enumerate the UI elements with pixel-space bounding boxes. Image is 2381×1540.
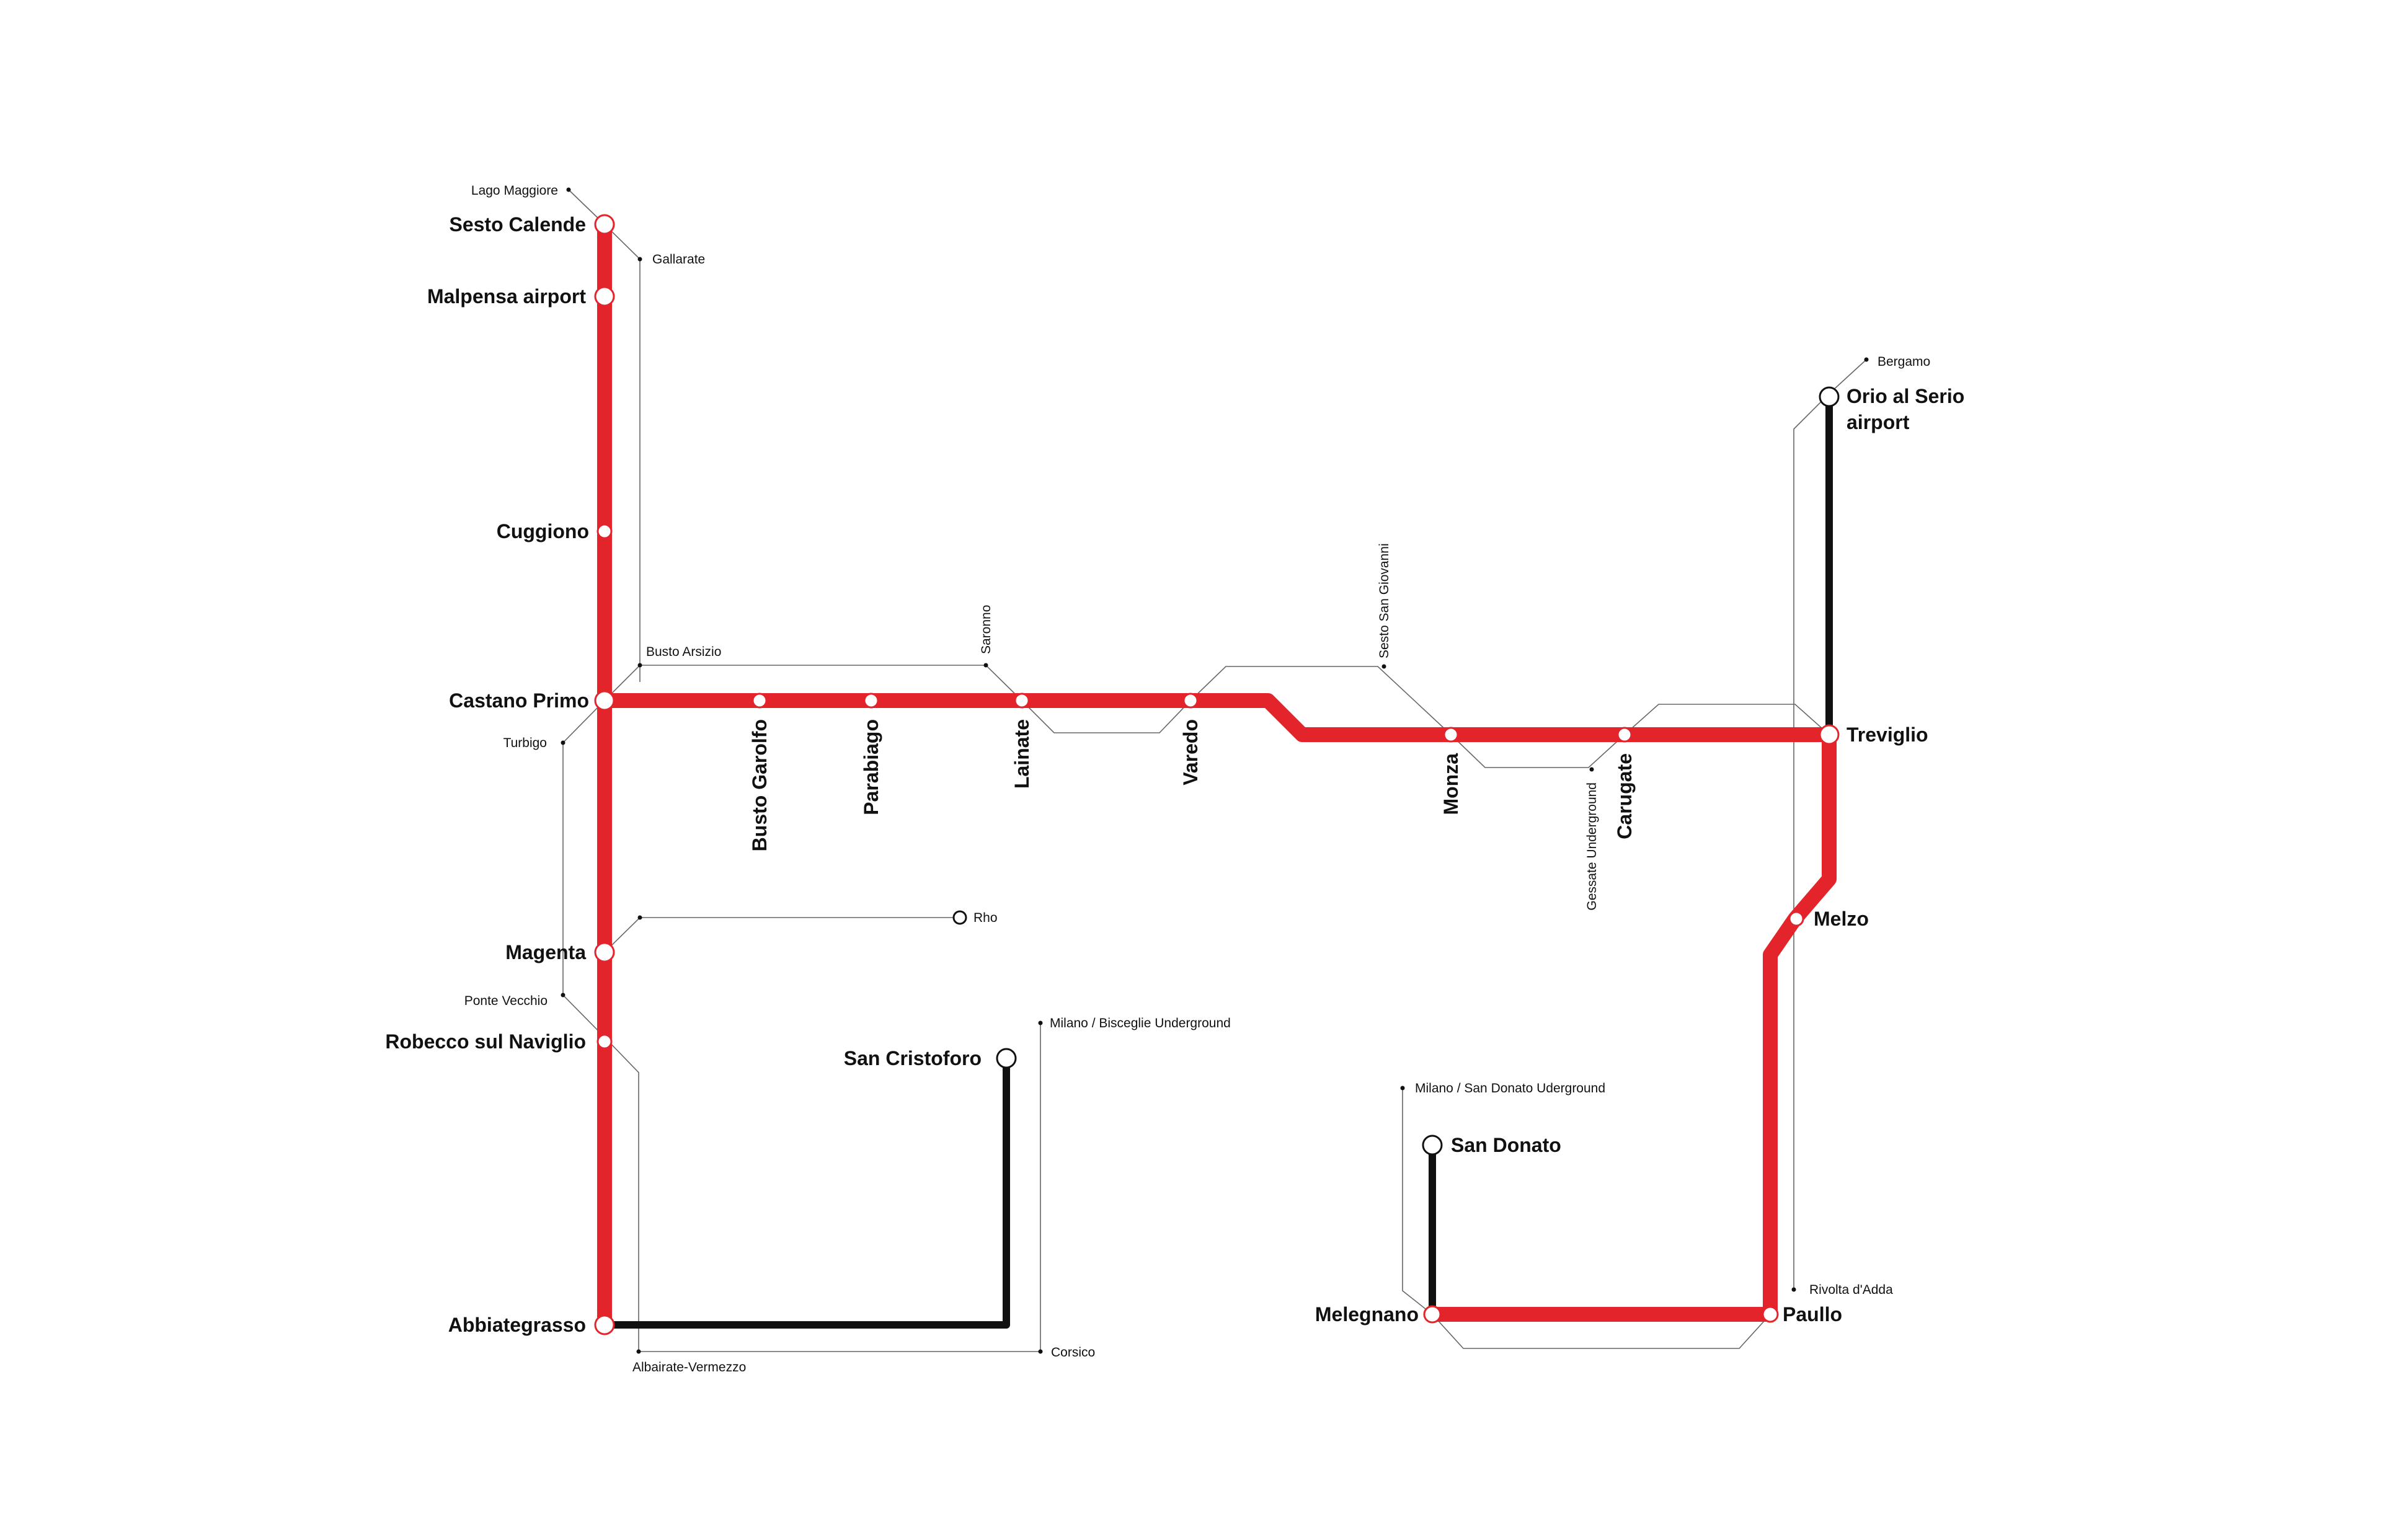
dot-gallarate — [637, 257, 642, 262]
conn-orio-melzo — [1793, 359, 1867, 921]
dot-albairate — [636, 1349, 641, 1354]
label-varedo: Varedo — [1179, 719, 1202, 785]
label-sesto-sg: Sesto San Giovanni — [1377, 543, 1391, 658]
station-san-cristoforo[interactable] — [996, 1048, 1017, 1069]
station-san-donato[interactable] — [1422, 1135, 1443, 1156]
station-melzo[interactable] — [1788, 911, 1804, 927]
label-milano-san-donato: Milano / San Donato Uderground — [1415, 1081, 1605, 1095]
dot-lago-maggiore — [566, 187, 571, 192]
label-malpensa-airport: Malpensa airport — [427, 285, 586, 308]
label-corsico: Corsico — [1051, 1345, 1095, 1360]
conn-carugate-treviglio — [1624, 704, 1830, 735]
conn-turbigo — [562, 700, 605, 1038]
label-paullo: Paullo — [1783, 1303, 1842, 1325]
station-labels: Sesto Calende Malpensa airport Cuggiono … — [385, 213, 1964, 1336]
conn-melegnano-paullo — [1432, 1314, 1771, 1349]
connection-dots — [561, 187, 1869, 1354]
station-orio-airport[interactable] — [1819, 386, 1840, 407]
label-monza: Monza — [1440, 753, 1462, 815]
station-abbiategrasso[interactable] — [594, 1314, 615, 1335]
dot-sesto-sg — [1381, 664, 1386, 669]
station-robecco[interactable] — [596, 1033, 613, 1050]
label-melegnano: Melegnano — [1315, 1303, 1419, 1325]
label-saronno: Saronno — [979, 605, 993, 654]
station-monza[interactable] — [1443, 727, 1459, 743]
dot-corsico — [1038, 1349, 1043, 1354]
conn-robecco — [604, 1037, 639, 1352]
label-gallarate: Gallarate — [652, 252, 705, 267]
label-gessate: Gessate Underground — [1585, 782, 1599, 911]
label-busto-garolfo: Busto Garolfo — [748, 719, 771, 851]
station-lainate[interactable] — [1014, 693, 1030, 709]
station-magenta[interactable] — [594, 942, 615, 963]
conn-corsico — [639, 1023, 1041, 1352]
label-treviglio: Treviglio — [1847, 724, 1928, 746]
conn-rho — [604, 917, 955, 953]
label-sesto-calende: Sesto Calende — [449, 213, 586, 236]
conn-monza-gessate — [1450, 734, 1625, 768]
dot-ponte-vecchio — [561, 993, 565, 998]
label-busto-arsizio: Busto Arsizio — [646, 645, 721, 659]
main-line — [597, 224, 1837, 1325]
station-melegnano[interactable] — [1423, 1305, 1442, 1324]
dot-rivolta — [1791, 1287, 1796, 1292]
station-treviglio[interactable] — [1819, 724, 1840, 745]
label-bergamo: Bergamo — [1878, 355, 1930, 369]
station-malpensa-airport[interactable] — [594, 286, 615, 307]
station-sesto-calende[interactable] — [594, 214, 615, 235]
station-paullo[interactable] — [1762, 1306, 1779, 1323]
label-ponte-vecchio: Ponte Vecchio — [464, 994, 548, 1008]
dot-milano-san-donato — [1400, 1086, 1405, 1091]
conn-san-donato — [1402, 1088, 1433, 1315]
label-melzo: Melzo — [1814, 908, 1869, 930]
label-carugate: Carugate — [1613, 753, 1636, 839]
station-carugate[interactable] — [1616, 727, 1633, 743]
label-robecco: Robecco sul Naviglio — [385, 1030, 586, 1053]
label-milano-bisceglie: Milano / Bisceglie Underground — [1050, 1016, 1231, 1030]
label-rho: Rho — [973, 911, 998, 925]
dot-gessate — [1589, 767, 1594, 772]
label-abbiategrasso: Abbiategrasso — [448, 1314, 586, 1336]
station-markers — [594, 214, 1840, 1335]
line-san-cristoforo — [605, 1058, 1010, 1329]
label-san-cristoforo: San Cristoforo — [844, 1047, 982, 1069]
station-cuggiono[interactable] — [596, 523, 613, 539]
label-lainate: Lainate — [1011, 719, 1033, 789]
label-rivolta: Rivolta d'Adda — [1809, 1283, 1893, 1297]
dot-busto-arsizio — [637, 663, 642, 668]
dot-milano-bisceglie — [1038, 1020, 1043, 1025]
dot-turbigo — [561, 740, 565, 745]
label-magenta: Magenta — [505, 941, 586, 963]
conn-lainate-varedo — [1021, 700, 1191, 733]
station-busto-garolfo[interactable] — [752, 693, 768, 709]
label-lago-maggiore: Lago Maggiore — [471, 184, 558, 198]
label-parabiago: Parabiago — [860, 719, 882, 815]
conn-busto-saronno — [604, 665, 1022, 701]
conn-sesto-sg — [1190, 666, 1452, 735]
label-san-donato: San Donato — [1451, 1134, 1561, 1156]
label-castano-primo: Castano Primo — [449, 689, 589, 712]
dot-saronno — [983, 663, 988, 668]
label-orio-line1: Orio al Serio — [1847, 385, 1964, 407]
station-varedo[interactable] — [1182, 693, 1199, 709]
station-parabiago[interactable] — [863, 693, 879, 709]
label-cuggiono: Cuggiono — [497, 520, 589, 542]
station-rho[interactable] — [952, 910, 967, 925]
dot-rho-junction — [637, 915, 642, 920]
dot-bergamo — [1864, 357, 1869, 362]
label-albairate: Albairate-Vermezzo — [632, 1360, 746, 1374]
station-castano-primo[interactable] — [594, 690, 615, 711]
connection-labels: Lago Maggiore Gallarate Busto Arsizio Sa… — [464, 184, 1930, 1374]
label-turbigo: Turbigo — [503, 736, 547, 750]
label-orio-line2: airport — [1847, 411, 1910, 433]
